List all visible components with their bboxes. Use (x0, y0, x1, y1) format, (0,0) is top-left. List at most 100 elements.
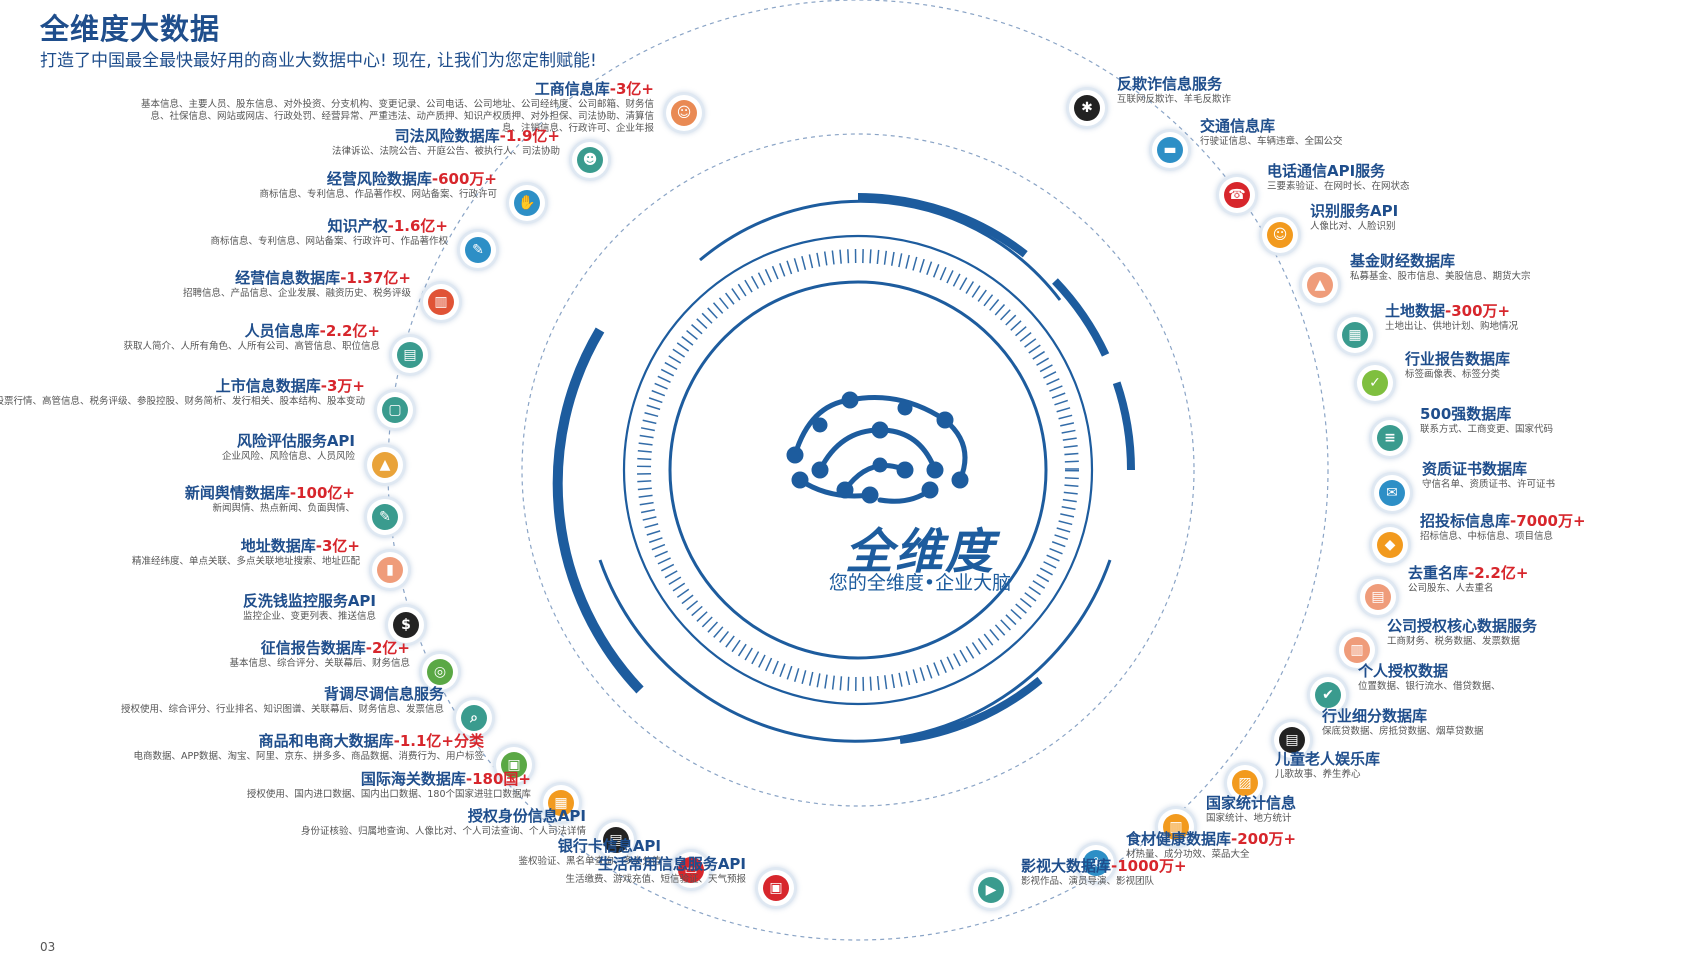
database-title: 司法风险数据库-1.9亿+ (40, 127, 560, 146)
database-name: 风险评估服务API (236, 432, 355, 450)
list-icon-node: ≡ (1372, 420, 1408, 456)
database-label: 知识产权-1.6亿+商标信息、专利信息、网站备案、行政许可、作品著作权 (0, 217, 448, 248)
database-title: 背调尽调信息服务 (0, 685, 444, 704)
database-name: 工商信息库 (534, 80, 610, 98)
building-icon-node: ▥ (423, 284, 459, 320)
database-name: 征信报告数据库 (260, 639, 366, 657)
inner-dashed-ring (521, 133, 1195, 807)
node-badge: ✉ (1379, 480, 1405, 506)
database-label: 人员信息库-2.2亿+获取人简介、人所有角色、人所有公司、高管信息、职位信息 (0, 322, 380, 353)
database-description: 影视作品、演员导演、影视团队 (1021, 876, 1155, 887)
database-name: 司法风险数据库 (394, 127, 500, 145)
database-count: -600万+ (431, 170, 497, 188)
database-title: 国家统计信息 (1206, 794, 1707, 813)
land-icon-node: ▦ (1337, 317, 1373, 353)
database-description: 人像比对、人脸识别 (1310, 221, 1396, 232)
bid-icon-node: ◆ (1372, 527, 1408, 563)
edit-icon-node: ✎ (367, 499, 403, 535)
stats-icon-node: ▥ (1158, 809, 1194, 845)
database-name: 知识产权 (327, 217, 388, 235)
folder-icon-node: ▥ (1339, 632, 1375, 668)
screen-icon-node: ▣ (758, 870, 794, 906)
database-name: 国际海关数据库 (360, 770, 466, 788)
chart-icon: ▲ (379, 457, 391, 473)
database-name: 授权身份信息API (467, 807, 586, 825)
node-badge: ✋ (514, 190, 540, 216)
database-description: 监控企业、变更列表、推送信息 (242, 611, 376, 622)
database-title: 行业报告数据库 (1405, 350, 1707, 369)
database-title: 经营风险数据库-600万+ (0, 170, 497, 189)
database-description: 生活缴费、游戏充值、短信验证、天气预报 (565, 874, 746, 885)
building-icon: ▥ (434, 294, 448, 310)
database-description: 材热量、成分功效、菜品大全 (1126, 849, 1250, 860)
film-icon-node: ▶ (973, 872, 1009, 908)
pen-icon-node: ✎ (460, 232, 496, 268)
database-label: 儿童老人娱乐库儿歌故事、养生养心 (1275, 750, 1707, 781)
database-title: 个人授权数据 (1358, 662, 1707, 681)
node-badge: ▣ (763, 875, 789, 901)
screen-icon: ▣ (769, 880, 783, 896)
node-badge: ▥ (1163, 814, 1189, 840)
database-title: 授权身份信息API (66, 807, 586, 826)
database-name: 反洗钱监控服务API (242, 592, 376, 610)
database-label: 公司授权核心数据服务工商财务、税务数据、发票数据 (1387, 617, 1707, 648)
money-icon: $ (401, 617, 411, 633)
database-title: 去重名库-2.2亿+ (1408, 564, 1707, 583)
database-name: 去重名库 (1408, 564, 1469, 582)
face-icon: ☺ (1272, 227, 1288, 243)
database-description: 招标信息、中标信息、项目信息 (1420, 531, 1554, 542)
database-count: -2.2亿+ (1468, 564, 1529, 582)
database-label: 去重名库-2.2亿+公司股东、人去重名 (1408, 564, 1707, 595)
database-name: 经营风险数据库 (326, 170, 432, 188)
database-title: 土地数据-300万+ (1385, 302, 1707, 321)
person-icon-node: ☻ (572, 142, 608, 178)
database-name: 地址数据库 (240, 537, 316, 555)
stock-icon-node: ▲ (1302, 267, 1338, 303)
food-icon: ❀ (1090, 855, 1102, 871)
database-name: 商品和电商大数据库 (258, 732, 394, 750)
database-description: 鉴权验证、黑名单查询、多头分值 (518, 856, 661, 867)
database-title: 国际海关数据库-180国+ (11, 770, 531, 789)
node-badge: $ (393, 612, 419, 638)
database-title: 生活常用信息服务API (226, 855, 746, 874)
handshake-icon: ✋ (518, 195, 536, 211)
database-name: 行业细分数据库 (1322, 707, 1428, 725)
node-badge: ◆ (1377, 532, 1403, 558)
node-badge: ▥ (428, 289, 454, 315)
photo-icon-node: ▨ (1227, 765, 1263, 801)
node-badge: ▦ (548, 790, 574, 816)
database-description: 私募基金、股市信息、美股信息、期货大宗 (1350, 271, 1531, 282)
database-name: 基金财经数据库 (1350, 252, 1456, 270)
node-badge: ▥ (1344, 637, 1370, 663)
database-label: 商品和电商大数据库-1.1亿+分类电商数据、APP数据、淘宝、阿里、京东、拼多多… (0, 732, 484, 763)
database-name: 影视大数据库 (1021, 857, 1112, 875)
database-description: 商标信息、专利信息、网站备案、行政许可、作品著作权 (210, 236, 448, 247)
id-icon: ▤ (609, 832, 623, 848)
database-label: 背调尽调信息服务授权使用、综合评分、行业排名、知识图谱、关联幕后、财务信息、发票… (0, 685, 444, 716)
database-name: 500强数据库 (1420, 405, 1512, 423)
node-badge: ⌕ (461, 705, 487, 731)
database-title: 风险评估服务API (0, 432, 355, 451)
phone-icon-node: ☎ (1219, 177, 1255, 213)
car-icon-node: ▬ (1152, 132, 1188, 168)
database-count: -1.6亿+ (387, 217, 448, 235)
database-name: 上市信息数据库 (215, 377, 321, 395)
card-icon-node: ▭ (673, 852, 709, 888)
database-description: 商标信息、专利信息、作品著作权、网站备案、行政许可 (259, 189, 497, 200)
node-badge: ✎ (372, 504, 398, 530)
database-title: 反洗钱监控服务API (0, 592, 376, 611)
database-description: 法律诉讼、法院公告、开庭公告、被执行人、司法协助 (331, 146, 560, 157)
pen-icon: ✎ (472, 242, 484, 258)
dashboard-icon: ▤ (1285, 732, 1299, 748)
database-label: 500强数据库联系方式、工商变更、国家代码 (1420, 405, 1707, 436)
database-description: 守信名单、资质证书、许可证书 (1422, 479, 1556, 490)
group-icon-node: ☺ (666, 95, 702, 131)
search-icon-node: ⌕ (456, 700, 492, 736)
database-title: 地址数据库-3亿+ (0, 537, 360, 556)
database-description: 上市公告、股票行情、高管信息、税务评级、参股控股、财务简析、发行相关、股本结构、… (0, 396, 365, 407)
node-badge: ▣ (501, 752, 527, 778)
stock-icon: ▲ (1314, 277, 1326, 293)
database-description: 授权使用、国内进口数据、国内出口数据、180个国家进驻口数据库 (246, 789, 531, 800)
database-title: 经营信息数据库-1.37亿+ (0, 269, 411, 288)
